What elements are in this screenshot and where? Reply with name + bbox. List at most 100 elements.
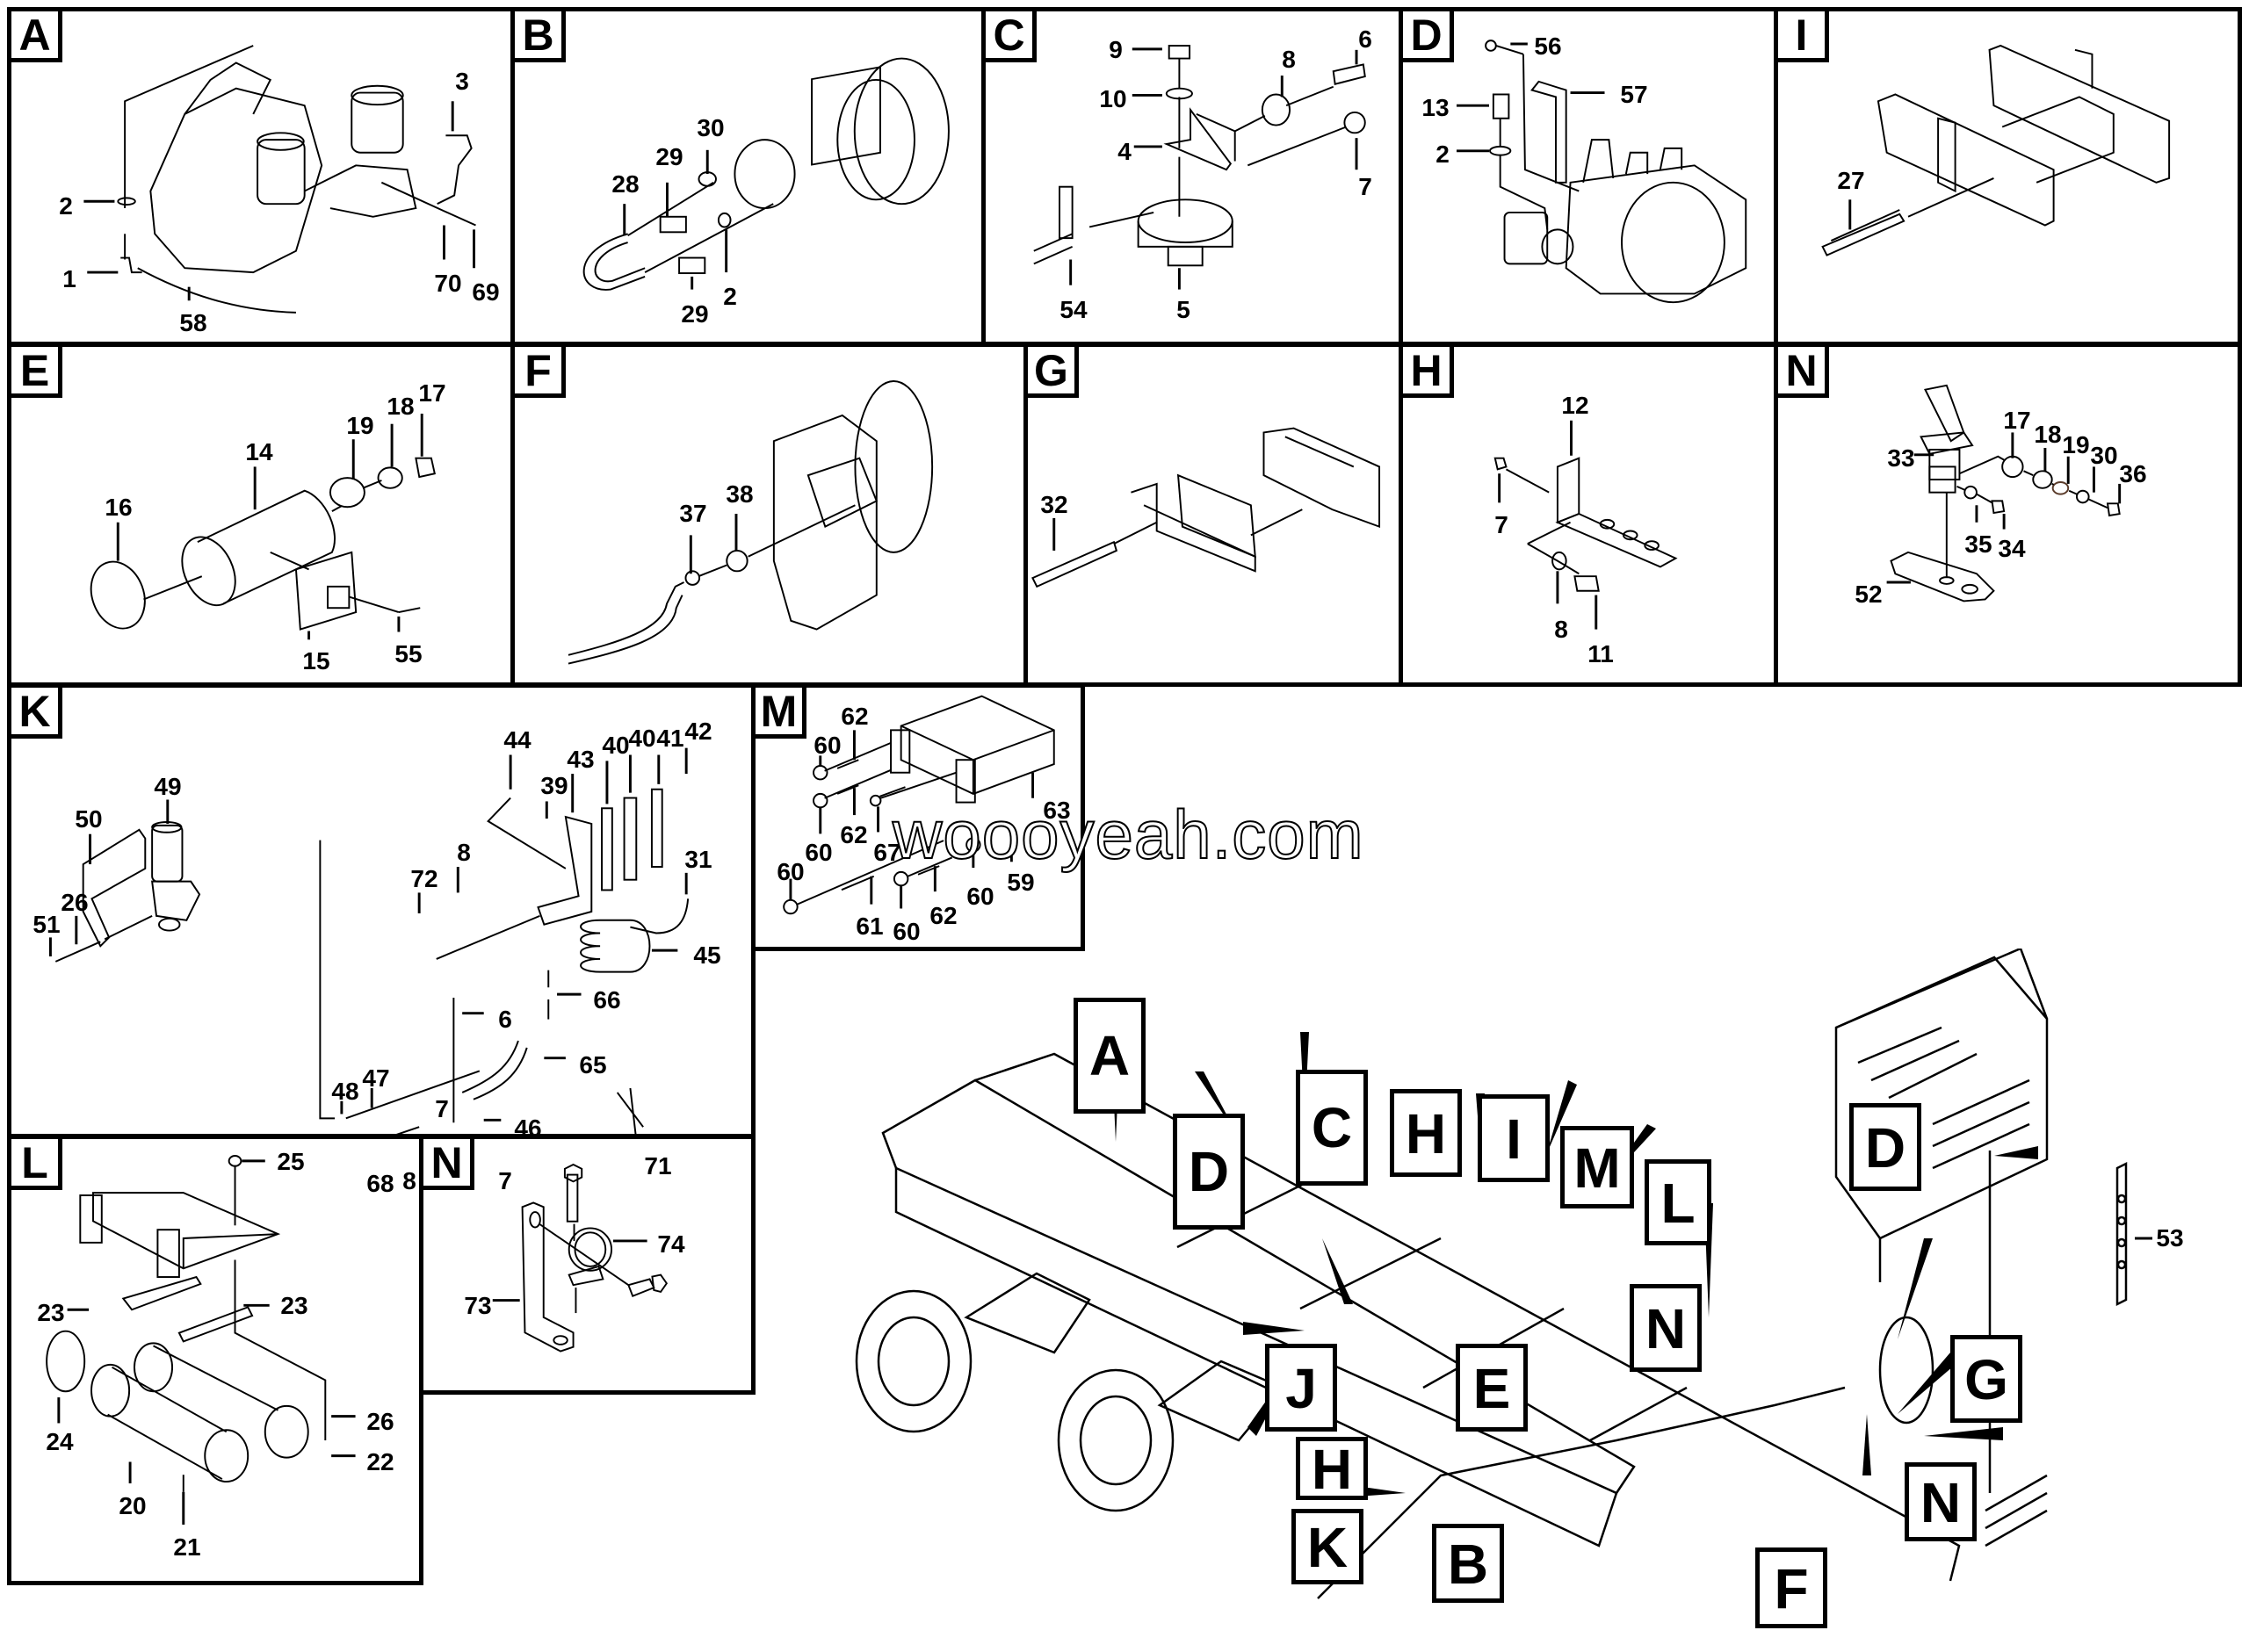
part-label: 7 <box>1494 511 1508 538</box>
callout-f: F <box>1755 1547 1827 1628</box>
panel-i: I 27 <box>1774 7 2242 346</box>
callout-k: K <box>1291 1509 1363 1584</box>
panel-l: L <box>7 1135 423 1585</box>
part-label: 2 <box>723 283 737 310</box>
panel-tag: F <box>515 347 566 398</box>
part-label: 60 <box>814 732 842 759</box>
part-label: 17 <box>418 379 446 407</box>
part-label: 6 <box>498 1006 512 1033</box>
panel-tag: C <box>986 11 1037 62</box>
frame-crossmember-drawing <box>1821 44 2171 256</box>
part-label: 56 <box>1534 32 1562 60</box>
panel-a: A 2 1 58 3 70 69 <box>7 7 515 346</box>
callout-a: A <box>1074 998 1146 1114</box>
part-label: 19 <box>346 412 374 439</box>
differential-drawing <box>1456 40 1747 304</box>
part-label: 62 <box>929 902 958 929</box>
part-label: 60 <box>893 918 921 945</box>
suspension-assembly-drawing <box>83 45 476 314</box>
panel-tag: E <box>11 347 62 398</box>
panel-tag: I <box>1778 11 1829 62</box>
panel-n-clamp: N 74 73 <box>419 1135 756 1395</box>
part-label: 58 <box>179 309 207 336</box>
callout-l: L <box>1645 1159 1711 1245</box>
panel-tag: A <box>11 11 62 62</box>
hub-reduction-drawing <box>582 57 950 291</box>
part-label: 55 <box>394 640 423 667</box>
part-label: 48 <box>331 1078 359 1105</box>
part-label: 52 <box>1855 581 1883 608</box>
part-label: 9 <box>1109 36 1123 63</box>
part-label: 18 <box>2034 421 2062 448</box>
part-label: 49 <box>154 773 182 800</box>
part-label: 7 <box>498 1167 512 1194</box>
part-label: 35 <box>1964 530 1992 558</box>
panel-b: B 28 29 30 29 2 <box>510 7 986 346</box>
panel-c: C <box>981 7 1403 346</box>
part-label: 36 <box>2119 460 2147 487</box>
part-label: 13 <box>1421 94 1450 121</box>
callout-n-upper: N <box>1630 1284 1702 1372</box>
part-label: 15 <box>302 647 330 675</box>
part-label: 68 <box>366 1170 394 1197</box>
part-label: 63 <box>1043 797 1071 824</box>
part-label: 74 <box>657 1230 685 1258</box>
engine-hose-drawing <box>568 380 934 665</box>
part-label: 26 <box>366 1408 394 1435</box>
callout-m: M <box>1560 1126 1634 1208</box>
part-label: 41 <box>656 725 684 752</box>
panel-tag: B <box>515 11 566 62</box>
part-label: 60 <box>777 858 805 885</box>
callout-d: D <box>1173 1114 1245 1230</box>
part-label: 11 <box>1587 640 1614 667</box>
part-label: 46 <box>514 1115 542 1142</box>
part-label: 23 <box>280 1292 308 1319</box>
part-label: 4 <box>1117 138 1132 165</box>
panel-h: H 12 7 8 11 <box>1399 343 1778 687</box>
part-label: 25 <box>277 1148 305 1175</box>
plate-bracket-drawing <box>1493 420 1678 630</box>
pipe-clamp-drawing <box>492 1163 669 1353</box>
bumper-bracket-drawing <box>1031 427 1381 588</box>
part-label: 6 <box>1358 25 1372 53</box>
part-label: 18 <box>387 393 415 420</box>
callout-h: H <box>1390 1089 1462 1177</box>
battery-box-drawing <box>783 695 1055 915</box>
part-label: 8 <box>402 1167 416 1194</box>
part-label: 23 <box>37 1299 65 1326</box>
part-label: 8 <box>457 839 471 866</box>
callout-b: B <box>1432 1524 1504 1603</box>
panel-m: M <box>751 683 1085 951</box>
part-label: 26 <box>61 889 89 916</box>
callout-d-cab: D <box>1849 1103 1921 1191</box>
panel-tag: N <box>1778 347 1829 398</box>
brake-pedal-drawing <box>1886 384 2122 602</box>
panel-tag: N <box>423 1139 474 1190</box>
part-label: 7 <box>1358 173 1372 200</box>
part-label: 30 <box>2090 442 2118 469</box>
part-label: 61 <box>856 913 884 940</box>
part-label: 44 <box>503 726 532 754</box>
panel-tag: H <box>1403 347 1454 398</box>
part-label: 14 <box>245 438 273 465</box>
part-label: 73 <box>464 1292 492 1319</box>
part-label: 62 <box>840 821 868 848</box>
part-label: 43 <box>567 746 595 773</box>
part-label: 38 <box>726 480 754 508</box>
panel-n-pedal: N <box>1774 343 2242 687</box>
part-label: 34 <box>1998 535 2026 562</box>
panel-g: G 32 <box>1023 343 1403 687</box>
part-label: 42 <box>684 718 712 745</box>
part-label: 29 <box>655 143 683 170</box>
panel-tag: L <box>11 1139 62 1190</box>
callout-e: E <box>1456 1344 1528 1432</box>
part-label: 62 <box>841 703 869 730</box>
part-label: 8 <box>1554 616 1568 643</box>
part-label: 51 <box>33 911 61 938</box>
part-label: 1 <box>62 265 76 292</box>
part-label: 22 <box>366 1448 394 1475</box>
part-label: 39 <box>540 772 568 799</box>
part-label: 60 <box>966 883 994 910</box>
part-label: 24 <box>46 1428 74 1455</box>
callout-n-lower: N <box>1905 1462 1977 1541</box>
